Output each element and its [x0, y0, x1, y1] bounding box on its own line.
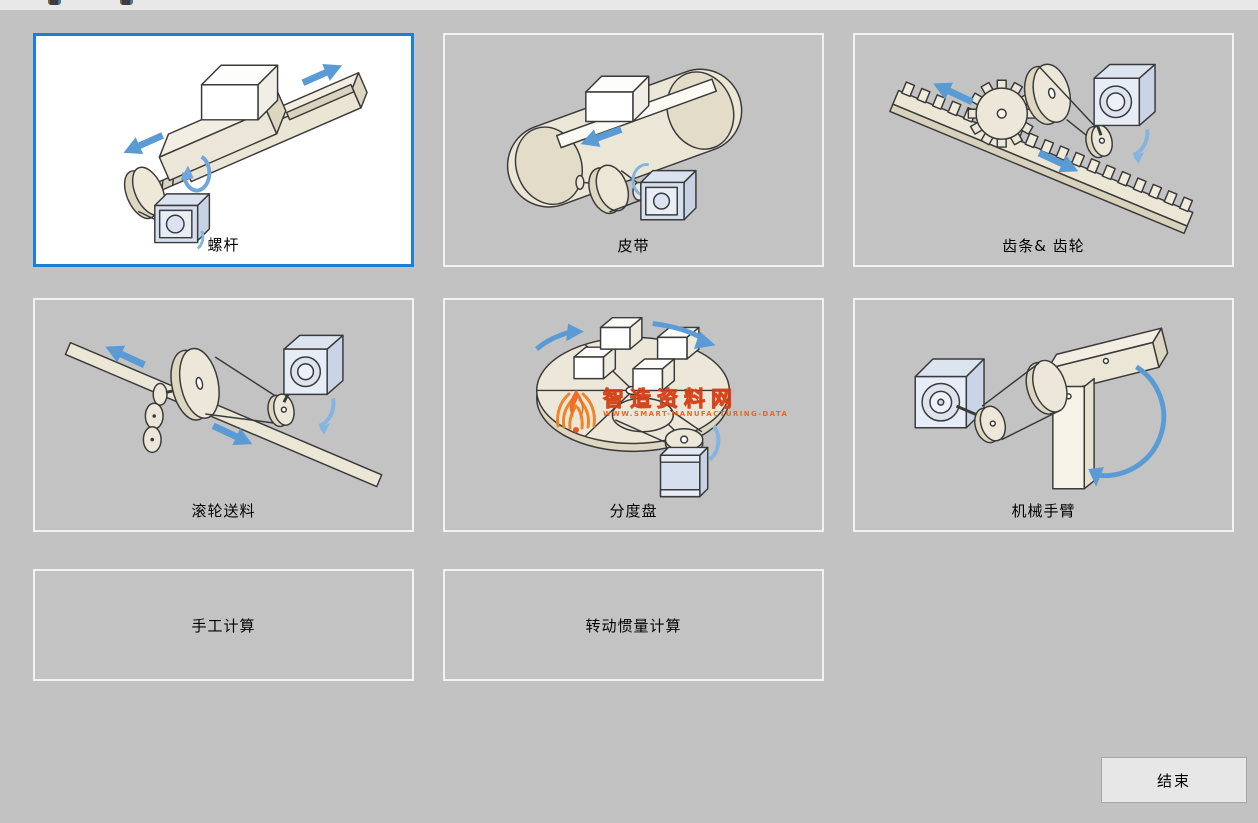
- end-button[interactable]: 结束: [1101, 757, 1247, 803]
- lead-screw-illustration: [123, 64, 368, 250]
- tile-label: 机械手臂: [1011, 502, 1076, 520]
- robot-arm-illustration: [914, 327, 1169, 490]
- tile-rack-pinion[interactable]: 齿条& 齿轮: [853, 33, 1234, 267]
- cutoff-icon-fragment: [120, 0, 133, 5]
- index-table-illustration: [535, 316, 731, 498]
- tile-label: 转动惯量计算: [585, 616, 682, 635]
- rack-pinion-illustration: [889, 63, 1194, 235]
- tile-robot-arm[interactable]: 机械手臂: [853, 298, 1234, 532]
- tile-screw[interactable]: 螺杆: [33, 33, 414, 267]
- tile-label: 螺杆: [207, 236, 240, 254]
- tile-manual-calc[interactable]: 手工计算: [33, 569, 414, 681]
- tile-label: 手工计算: [191, 616, 256, 635]
- tile-label: 滚轮送料: [191, 502, 256, 520]
- tile-label: 分度盘: [609, 502, 658, 520]
- tile-label: 齿条& 齿轮: [1002, 237, 1085, 255]
- top-strip: [0, 0, 1258, 10]
- tile-belt[interactable]: 皮带: [443, 33, 824, 267]
- tile-inertia-calc[interactable]: 转动惯量计算: [443, 569, 824, 681]
- belt-conveyor-illustration: [506, 68, 743, 221]
- tile-index-table[interactable]: 分度盘: [443, 298, 824, 532]
- tile-label: 皮带: [617, 237, 650, 255]
- cutoff-icon-fragment: [48, 0, 61, 5]
- tile-roller-feed[interactable]: 滚轮送料: [33, 298, 414, 532]
- roller-feed-illustration: [64, 334, 383, 488]
